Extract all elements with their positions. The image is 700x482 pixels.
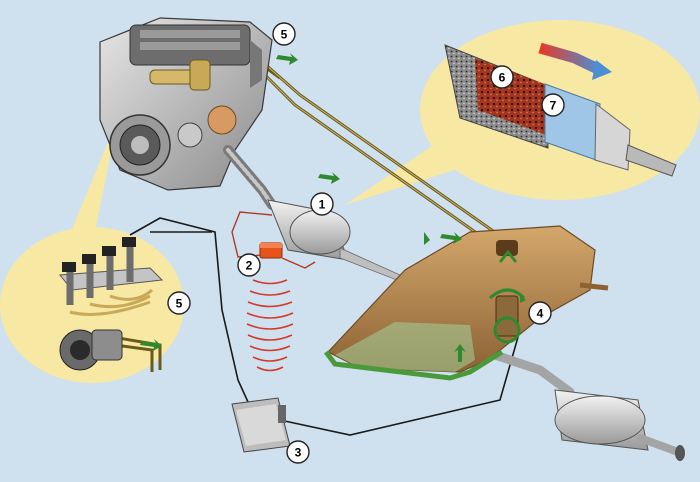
signal-waves	[246, 279, 294, 372]
callout-5-engine: 5	[272, 22, 296, 46]
callout-2: 2	[237, 253, 261, 277]
exhaust-system	[223, 145, 685, 461]
callout-6: 6	[490, 65, 514, 89]
callout-4: 4	[528, 301, 552, 325]
callout-3-label: 3	[295, 446, 302, 460]
callout-2-label: 2	[246, 259, 253, 273]
callout-5-injectors-label: 5	[176, 297, 183, 311]
callout-4-label: 4	[537, 307, 544, 321]
ecu-control-unit	[231, 397, 291, 453]
fuel-tank	[324, 225, 609, 381]
wiring-harness	[129, 217, 521, 436]
callout-5-engine-label: 5	[281, 28, 288, 42]
callout-6-label: 6	[499, 71, 506, 85]
callout-1-label: 1	[319, 198, 326, 212]
flow-arrows	[140, 53, 466, 362]
callout-7: 7	[541, 93, 565, 117]
callout-3: 3	[286, 440, 310, 464]
injector-rail	[59, 237, 164, 371]
callout-7-label: 7	[550, 99, 557, 113]
callout-5-injectors: 5	[167, 291, 191, 315]
fuel-lines-highlight	[257, 57, 521, 259]
callout-1: 1	[310, 192, 334, 216]
pressure-sensor	[259, 242, 283, 259]
